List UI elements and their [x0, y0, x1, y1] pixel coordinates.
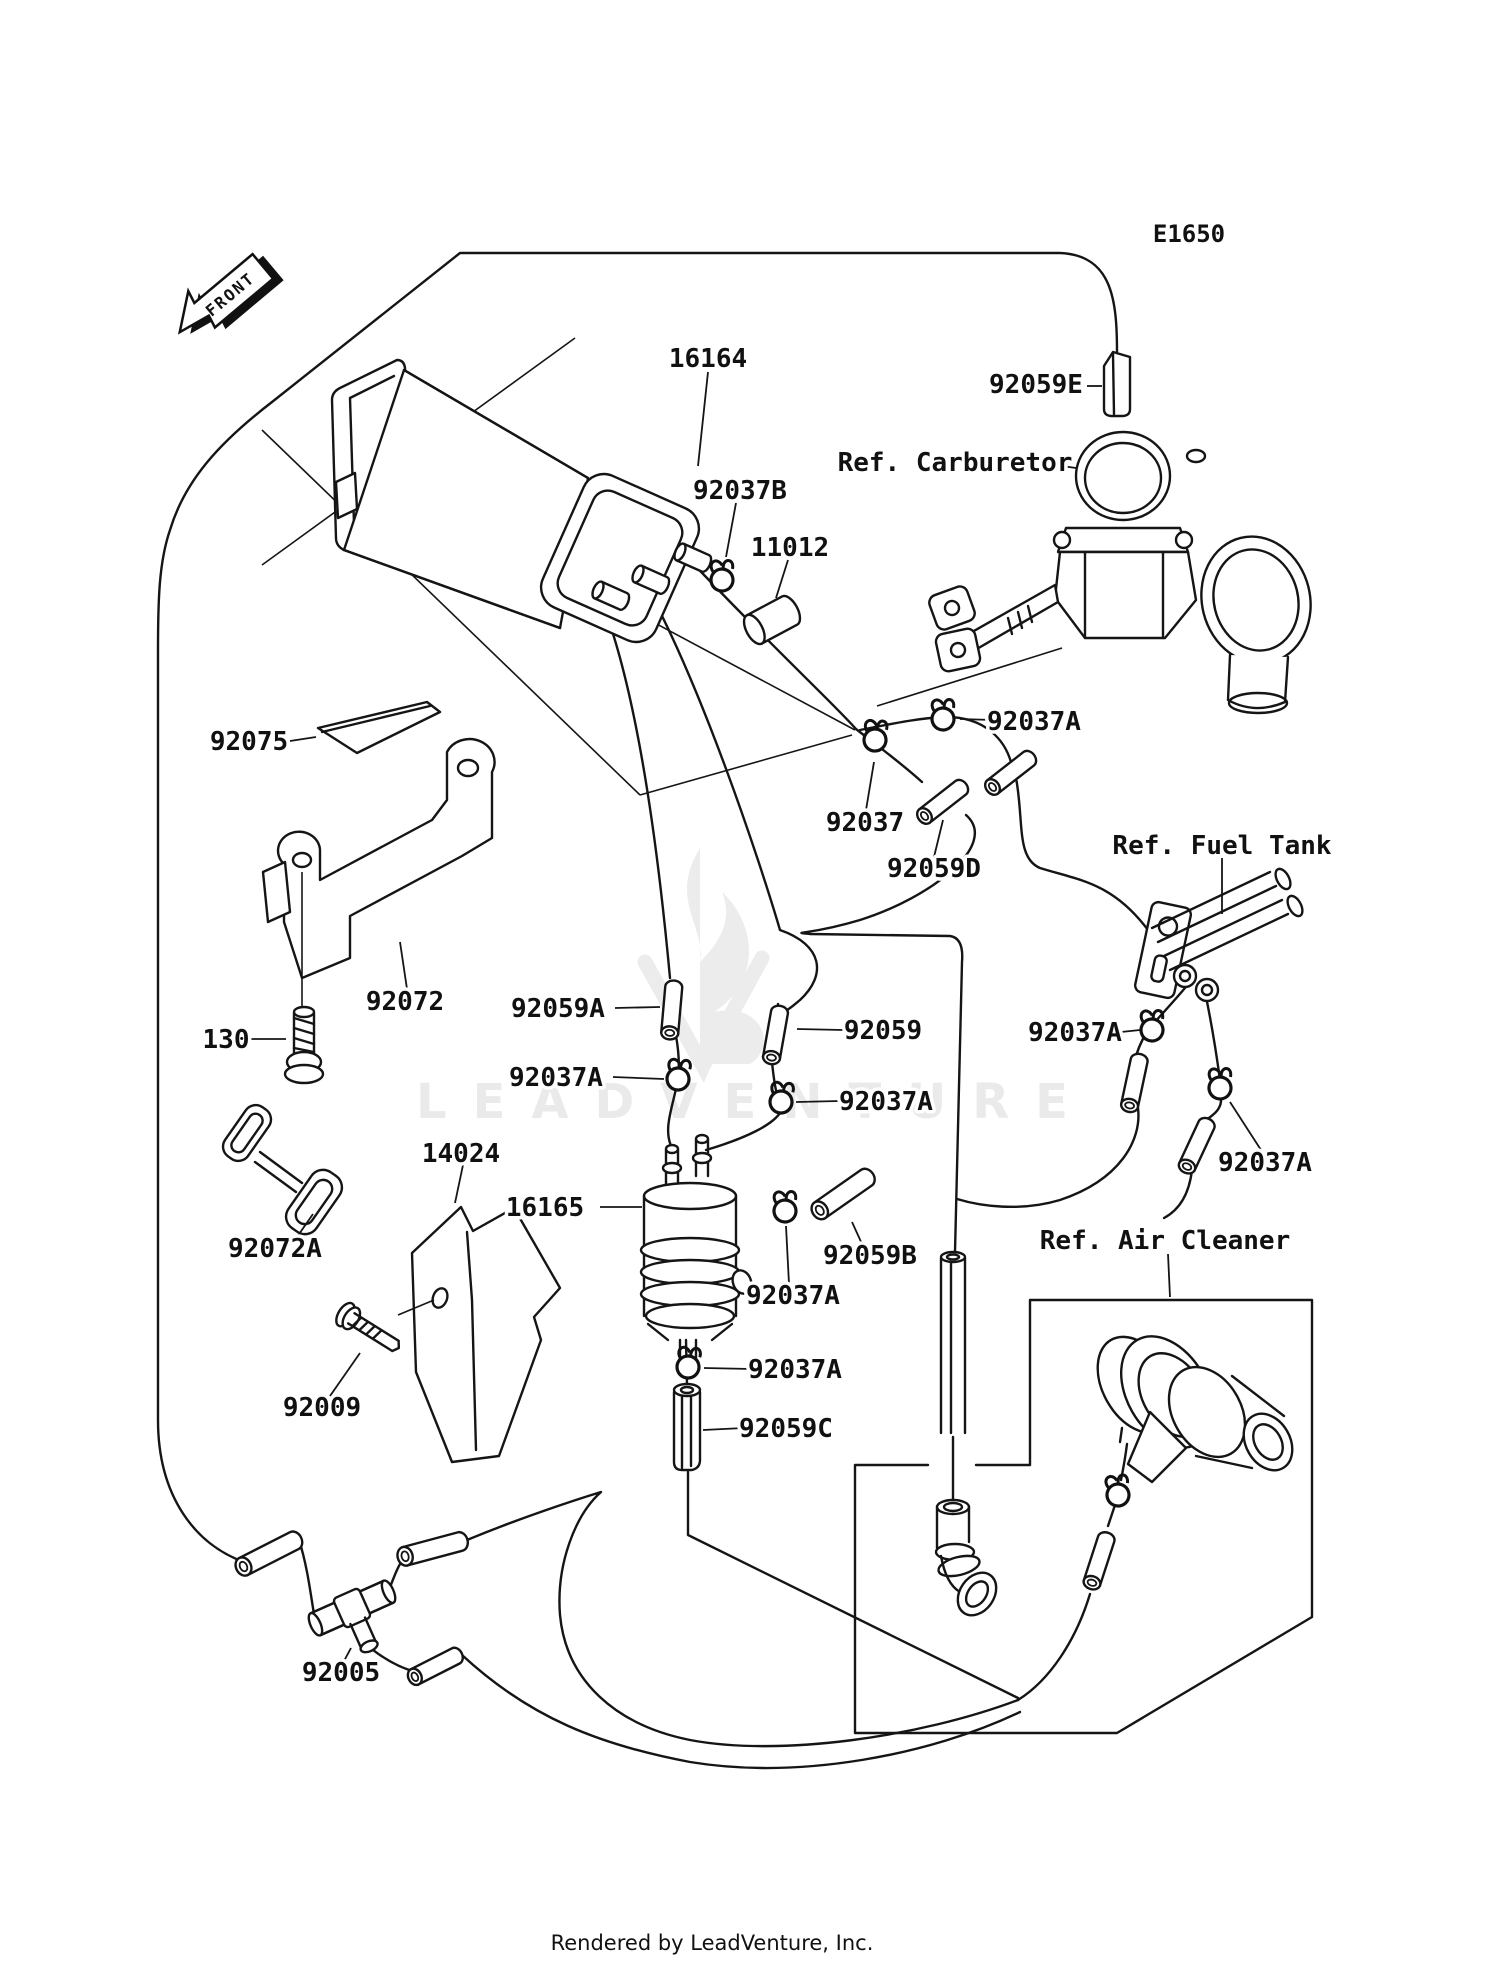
- footer-credit: Rendered by LeadVenture, Inc.: [551, 1931, 874, 1955]
- clamp-air-box: [1099, 1469, 1137, 1511]
- clamp-92037A-filter-bottom: [767, 1186, 804, 1227]
- carburetor-drawing: [928, 430, 1312, 715]
- fuel-tank-pipe-drawing: [1133, 867, 1304, 1003]
- callout-92037A-filter-bottom: 92037A: [746, 1281, 840, 1311]
- screw-130-drawing: [283, 1005, 325, 1085]
- callout-92059A: 92059A: [511, 994, 605, 1024]
- callout-92037A-tank-right: 92037A: [1218, 1148, 1312, 1178]
- ref-fuel-tank-label: Ref. Fuel Tank: [1112, 831, 1331, 861]
- callout-92005: 92005: [302, 1658, 380, 1688]
- pipe-92059B: [806, 1164, 880, 1224]
- callout-labels: 16164 92037B 11012 92059E 92037A 92037 9…: [199, 341, 1316, 1692]
- air-cleaner-drawing: [1096, 1335, 1294, 1484]
- diagram-code: E1650: [1153, 220, 1225, 248]
- hose-tank-right-a: [1203, 990, 1222, 1082]
- hose-canister-to-92059A: [600, 600, 672, 980]
- pipe-92059D: [912, 775, 973, 828]
- clamp-92037A-carb: [925, 694, 962, 735]
- hose-t-to-vent-loop: [465, 1490, 1020, 1748]
- plate-92075-drawing: [316, 700, 442, 755]
- vent-tube-drawing: [939, 1250, 967, 1435]
- canister-nipples: [591, 542, 713, 611]
- clamp-92037A-hose-bottom: [672, 1343, 706, 1382]
- front-arrow-body: [177, 252, 275, 335]
- clamp-92037: [859, 716, 893, 755]
- callout-92075: 92075: [210, 727, 288, 757]
- callout-11012: 11012: [751, 533, 829, 563]
- callout-16164: 16164: [669, 344, 747, 374]
- callout-92037B: 92037B: [693, 476, 787, 506]
- hose-junction-to-tube: [800, 813, 976, 1254]
- hose-canister-to-92059: [640, 576, 819, 1013]
- callout-92059B: 92059B: [823, 1241, 917, 1271]
- air-cleaner-box: [853, 1298, 1314, 1735]
- ref-air-cleaner-label: Ref. Air Cleaner: [1040, 1226, 1290, 1256]
- cover-14024-drawing: [410, 1205, 562, 1464]
- clamp-92037B: [704, 555, 741, 596]
- vapor-hoses: [156, 251, 1223, 1770]
- ref-carburetor-label: Ref. Carburetor: [838, 448, 1073, 478]
- callout-92037A-filter-right: 92037A: [839, 1087, 933, 1117]
- t-fitting-92005-drawing: [307, 1579, 397, 1654]
- hose-vent-rise: [1016, 1592, 1092, 1702]
- callout-92037A-hose-bottom: 92037A: [748, 1355, 842, 1385]
- strap-92072A-drawing: [221, 1103, 344, 1236]
- callout-92009: 92009: [283, 1393, 361, 1423]
- callout-92059E: 92059E: [989, 370, 1083, 400]
- callout-92059D: 92059D: [887, 854, 981, 884]
- pipe-92059: [760, 1003, 791, 1067]
- elbow-fitting-drawing: [934, 1498, 998, 1617]
- hose-connector-left: [297, 1538, 317, 1622]
- bolt-92009-drawing: [335, 1299, 435, 1353]
- hose-junction-to-tank-b: [1014, 776, 1150, 932]
- callout-92037A-filter-left: 92037A: [509, 1063, 603, 1093]
- callout-92072: 92072: [366, 987, 444, 1017]
- callout-92059C: 92059C: [739, 1414, 833, 1444]
- pipe-92059C: [672, 1382, 702, 1472]
- hose-bottom-run: [460, 1653, 1022, 1770]
- callout-92059: 92059: [844, 1016, 922, 1046]
- hose-drain-diagonal: [686, 1470, 1020, 1700]
- pipe-near-carb: [980, 746, 1041, 799]
- pipe-under-tank-left: [1118, 1051, 1151, 1115]
- pipe-bottom-left: [231, 1527, 307, 1580]
- hose-tank-left-b: [955, 1106, 1140, 1209]
- bracket-92072-drawing: [261, 737, 496, 1010]
- pipe-92059E-drawing: [1102, 350, 1132, 418]
- pipe-bottom-mid: [394, 1529, 472, 1569]
- pipe-under-tank-right: [1175, 1114, 1219, 1178]
- pipe-92059A: [659, 978, 684, 1042]
- clamp-92037A-tank-right: [1202, 1063, 1239, 1104]
- callout-92037A-carb: 92037A: [987, 707, 1081, 737]
- hose-joint-pipes: [231, 746, 1219, 1689]
- hose-tank-right-b: [1204, 1096, 1223, 1122]
- callout-130: 130: [203, 1025, 250, 1055]
- pipe-air-box: [1080, 1528, 1118, 1593]
- callout-16165: 16165: [506, 1193, 584, 1223]
- pipe-bottom-low: [403, 1644, 467, 1689]
- leader-lines: [250, 371, 1262, 1662]
- fuel-filter-16165-drawing: [639, 1133, 753, 1375]
- front-direction-arrow: FRONT: [177, 252, 284, 335]
- canister-drawing: [330, 358, 713, 644]
- hose-tank-right-c: [1162, 1168, 1194, 1220]
- damper-11012-drawing: [742, 594, 802, 646]
- callout-14024: 14024: [422, 1139, 500, 1169]
- callout-92037A-tank-left: 92037A: [1028, 1018, 1122, 1048]
- callout-92072A: 92072A: [228, 1234, 322, 1264]
- hose-canister-to-carburetor: [156, 251, 1119, 1564]
- callout-92037: 92037: [826, 808, 904, 838]
